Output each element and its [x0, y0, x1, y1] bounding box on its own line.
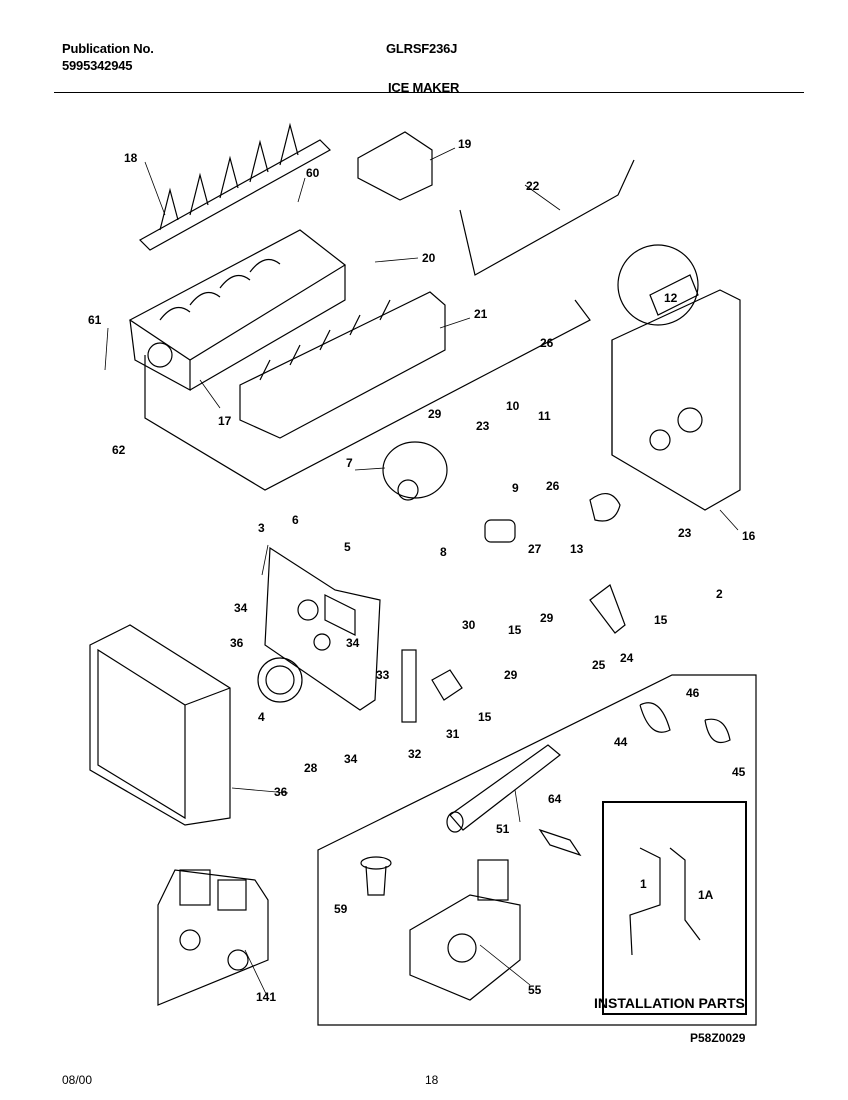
mold-heater-switch [484, 519, 516, 543]
callout-15-right: 15 [654, 613, 668, 627]
callout-12: 12 [664, 291, 678, 305]
callout-33: 33 [376, 668, 390, 682]
callout-46: 45 [732, 765, 746, 779]
support [401, 649, 417, 723]
callout-59: 59 [334, 902, 348, 916]
motor [382, 441, 448, 501]
callout-55: 55 [528, 983, 542, 997]
bracket-64 [538, 828, 582, 857]
callout-35: 36 [230, 636, 244, 650]
callout-5: 5 [344, 540, 351, 554]
callout-24: 24 [620, 651, 634, 665]
installation-kit-outline [317, 674, 757, 1026]
fill-tube-end [446, 811, 464, 833]
callout-1: 1 [640, 877, 647, 891]
callout-15-lower: 15 [478, 710, 492, 724]
footer-date: 08/00 [62, 1073, 93, 1087]
header-rule [54, 92, 804, 93]
bushing [360, 856, 392, 896]
callout-61: 61 [88, 313, 102, 327]
callout-36: 36 [274, 785, 288, 799]
callout-4: 4 [258, 710, 265, 724]
diagram-drawing [89, 122, 757, 1026]
clamp-46 [704, 718, 731, 744]
callout-8: 8 [440, 545, 447, 559]
callout-25: 25 [592, 658, 606, 672]
mounting-plate [264, 546, 381, 711]
section-title: ICE MAKER [388, 80, 460, 95]
callout-17: 17 [218, 414, 232, 428]
callout-labels: 18 60 19 22 20 21 61 17 62 12 26 11 29 2… [88, 137, 756, 1045]
model-number: GLRSF236J [386, 41, 458, 56]
ice-mold-assembly [128, 122, 347, 392]
callout-11: 11 [538, 409, 551, 423]
callout-44: 44 [614, 735, 628, 749]
callout-34-left: 34 [234, 601, 248, 615]
callout-62: 62 [112, 443, 126, 457]
callout-30: 30 [462, 618, 476, 632]
shutoff-arm [459, 159, 635, 276]
callout-60: 60 [306, 166, 320, 180]
water-shield [239, 291, 446, 439]
mold-cover [357, 131, 433, 201]
callout-7: 7 [346, 456, 353, 470]
assembly-outline [144, 299, 591, 491]
callout-29-mid: 29 [540, 611, 554, 625]
drive-gear [257, 657, 303, 703]
control-housing [611, 244, 741, 511]
footer-page-number: 18 [425, 1073, 439, 1087]
publication-label: Publication No. [62, 41, 154, 56]
callout-26-lower: 26 [546, 479, 560, 493]
clamp-44 [639, 702, 671, 733]
callout-3: 3 [258, 521, 265, 535]
callout-15-upper: 15 [508, 623, 522, 637]
callout-22: 22 [526, 179, 540, 193]
callout-10: 10 [506, 399, 520, 413]
front-cover [89, 624, 231, 826]
callout-9: 9 [512, 481, 519, 495]
installation-parts-label: INSTALLATION PARTS [594, 995, 745, 1011]
callout-141: 141 [256, 990, 276, 1004]
callout-1A: 1A [698, 888, 714, 902]
publication-number: 5995342945 [62, 58, 133, 73]
callout-28: 28 [304, 761, 318, 775]
callout-32: 32 [408, 747, 422, 761]
bracket [589, 493, 621, 522]
callout-26-upper: 26 [540, 336, 554, 350]
callout-31: 31 [446, 727, 460, 741]
callout-13: 13 [570, 542, 584, 556]
water-valve-141 [157, 869, 269, 1006]
callout-18: 18 [124, 151, 138, 165]
callout-2: 2 [716, 587, 723, 601]
callout-23-lower: 23 [678, 526, 692, 540]
figure-code: P58Z0029 [690, 1031, 746, 1045]
wire-harness [629, 847, 701, 956]
callout-19: 19 [458, 137, 472, 151]
fill-tube [449, 744, 561, 831]
leader-lines [104, 147, 739, 999]
callout-64: 64 [548, 792, 562, 806]
callout-29-lower: 29 [504, 668, 518, 682]
callout-21: 21 [474, 307, 488, 321]
water-valve-55 [409, 859, 521, 1001]
callout-29-upper: 29 [428, 407, 442, 421]
callout-6: 6 [292, 513, 299, 527]
switch [431, 669, 463, 701]
callout-20: 20 [422, 251, 436, 265]
callout-34-bottom: 34 [344, 752, 358, 766]
callout-34-center: 34 [346, 636, 360, 650]
lever [589, 584, 626, 634]
callout-27: 27 [528, 542, 542, 556]
callout-45: 46 [686, 686, 700, 700]
callout-16: 16 [742, 529, 756, 543]
callout-51: 51 [496, 822, 510, 836]
callout-23-upper: 23 [476, 419, 490, 433]
